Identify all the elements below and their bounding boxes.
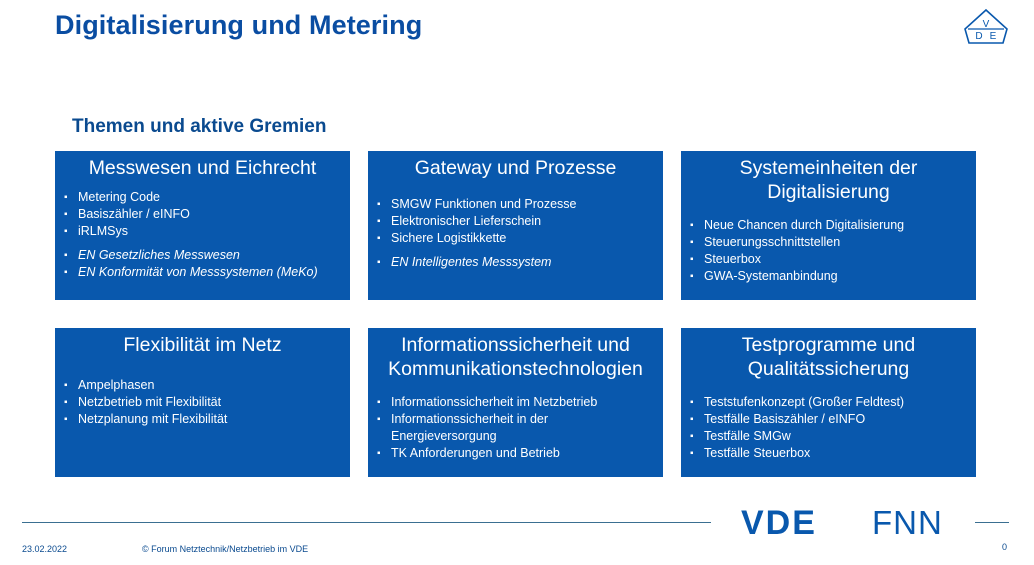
list-item: Metering Code xyxy=(64,189,350,206)
list-item: Teststufenkonzept (Großer Feldtest) xyxy=(690,394,976,411)
topic-card-informationssicherheit: Informationssicherheit und Kommunikation… xyxy=(368,328,663,477)
vde-logo-letter-v: V xyxy=(983,19,990,30)
fnn-wordmark: FNN xyxy=(872,504,943,541)
card-title-line: Systemeinheiten der xyxy=(739,157,918,179)
topic-card-flexibilitaet: Flexibilität im Netz Ampelphasen Netzbet… xyxy=(55,328,350,477)
list-item: SMGW Funktionen und Prozesse xyxy=(377,196,663,213)
topic-card-systemeinheiten: Systemeinheiten der Digitalisierung Neue… xyxy=(681,151,976,300)
topic-list: Metering Code Basiszähler / eINFO iRLMSy… xyxy=(64,189,350,240)
committee-list: EN Intelligentes Messsystem xyxy=(377,254,663,271)
list-item: Testfälle Basiszähler / eINFO xyxy=(690,411,976,428)
card-title: Systemeinheiten der Digitalisierung xyxy=(681,151,976,204)
card-title: Messwesen und Eichrecht xyxy=(88,157,317,179)
list-item: Testfälle Steuerbox xyxy=(690,445,976,462)
vde-wordmark: VDE xyxy=(741,504,817,542)
section-subtitle: Themen und aktive Gremien xyxy=(72,116,327,137)
footer-date: 23.02.2022 xyxy=(22,544,68,554)
page-number: 0 xyxy=(1002,542,1008,552)
list-item: iRLMSys xyxy=(64,223,350,240)
card-title-line: Testprogramme und xyxy=(741,334,916,356)
list-item: Steuerungsschnittstellen xyxy=(690,234,976,251)
list-item: Basiszähler / eINFO xyxy=(64,206,350,223)
footer-divider-right xyxy=(975,522,1009,523)
list-item: Ampelphasen xyxy=(64,377,350,394)
list-item-continuation: Energieversorgung xyxy=(377,428,663,445)
list-item: GWA-Systemanbindung xyxy=(690,268,976,285)
vde-logo-letter-e: E xyxy=(990,31,997,42)
vde-logo-icon: V D E xyxy=(964,8,1008,44)
list-item: Informationssicherheit in der xyxy=(377,411,663,428)
committee-item: EN Intelligentes Messsystem xyxy=(377,254,663,271)
card-title-line: Informationssicherheit und xyxy=(401,334,630,356)
vde-logo-letter-d: D xyxy=(975,31,982,42)
card-title: Testprogramme und Qualitätssicherung xyxy=(681,328,976,381)
list-item: Neue Chancen durch Digitalisierung xyxy=(690,217,976,234)
list-item: Elektronischer Lieferschein xyxy=(377,213,663,230)
topic-list: Informationssicherheit im Netzbetrieb In… xyxy=(377,394,663,462)
topic-list: Neue Chancen durch Digitalisierung Steue… xyxy=(690,217,976,285)
topic-list: SMGW Funktionen und Prozesse Elektronisc… xyxy=(377,196,663,247)
topic-card-testprogramme: Testprogramme und Qualitätssicherung Tes… xyxy=(681,328,976,477)
list-item-continuation-text: Energieversorgung xyxy=(391,429,497,443)
card-title-line: Digitalisierung xyxy=(767,181,890,203)
list-item: Steuerbox xyxy=(690,251,976,268)
committee-item: EN Gesetzliches Messwesen xyxy=(64,247,350,264)
card-title-line: Kommunikationstechnologien xyxy=(388,358,643,380)
topic-list: Teststufenkonzept (Großer Feldtest) Test… xyxy=(690,394,976,462)
list-item: Informationssicherheit im Netzbetrieb xyxy=(377,394,663,411)
committee-item: EN Konformität von Messsystemen (MeKo) xyxy=(64,264,350,281)
card-title: Flexibilität im Netz xyxy=(123,334,282,356)
list-item: TK Anforderungen und Betrieb xyxy=(377,445,663,462)
list-item: Netzplanung mit Flexibilität xyxy=(64,411,350,428)
footer-copyright: © Forum Netztechnik/Netzbetrieb im VDE xyxy=(142,544,309,554)
topic-list: Ampelphasen Netzbetrieb mit Flexibilität… xyxy=(64,377,350,428)
card-title: Gateway und Prozesse xyxy=(414,157,617,179)
committee-list: EN Gesetzliches Messwesen EN Konformität… xyxy=(64,247,350,281)
list-item: Testfälle SMGw xyxy=(690,428,976,445)
card-title: Informationssicherheit und Kommunikation… xyxy=(368,328,663,381)
list-item: Sichere Logistikkette xyxy=(377,230,663,247)
topic-card-messwesen: Messwesen und Eichrecht Metering Code Ba… xyxy=(55,151,350,300)
page-title: Digitalisierung und Metering xyxy=(55,10,423,40)
list-item: Netzbetrieb mit Flexibilität xyxy=(64,394,350,411)
footer-divider-left xyxy=(22,522,711,523)
topic-card-gateway: Gateway und Prozesse SMGW Funktionen und… xyxy=(368,151,663,300)
card-title-line: Qualitätssicherung xyxy=(747,358,910,380)
